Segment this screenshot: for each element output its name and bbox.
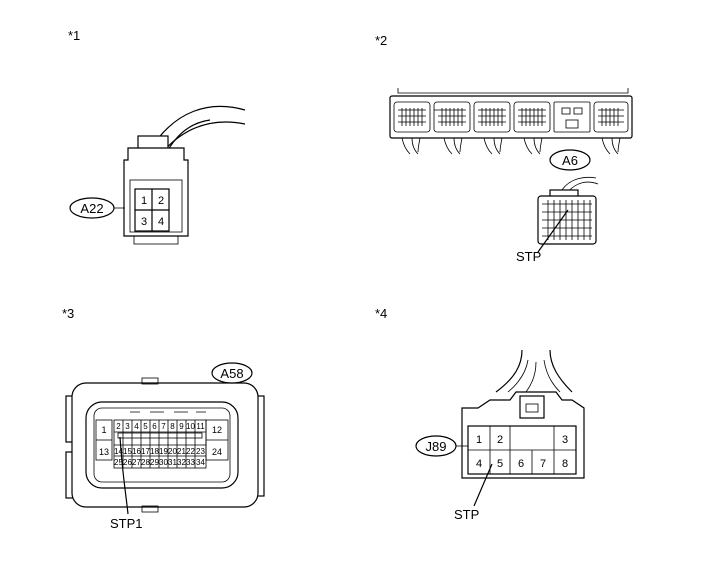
a58-pin: 22 <box>186 447 195 456</box>
a58-pin: 9 <box>179 422 184 431</box>
a58-pin: 32 <box>177 458 186 467</box>
a58-pin: 26 <box>123 458 132 467</box>
a58-pin: 5 <box>143 422 148 431</box>
panel-4-mark: *4 <box>375 306 387 321</box>
j89-label-badge: J89 <box>415 435 468 457</box>
j89-pin: 1 <box>476 434 482 446</box>
a22-connector-body <box>123 135 189 245</box>
a58-pin: 15 <box>123 447 132 456</box>
a58-pin: 12 <box>212 425 222 435</box>
a58-pin: 21 <box>177 447 186 456</box>
a6-pointer-label: STP <box>516 249 541 264</box>
a58-pin: 29 <box>150 458 159 467</box>
a58-pin: 23 <box>196 447 205 456</box>
a58-pin: 6 <box>152 422 157 431</box>
a58-pin: 28 <box>141 458 150 467</box>
a58-pin: 31 <box>168 458 177 467</box>
a58-pointer-label: STP1 <box>110 516 143 531</box>
j89-pin: 2 <box>497 434 503 446</box>
a58-pin: 30 <box>159 458 168 467</box>
a58-pin: 16 <box>132 447 141 456</box>
j89-pin: 7 <box>540 458 546 470</box>
a58-pin: 13 <box>99 447 109 457</box>
a58-label-badge: A58 <box>211 362 253 384</box>
a58-pin: 24 <box>212 447 222 457</box>
a58-pin: 20 <box>168 447 177 456</box>
a58-pin: 4 <box>134 422 139 431</box>
a58-pin: 7 <box>161 422 166 431</box>
panel-3-mark: *3 <box>62 306 74 321</box>
a22-pin: 4 <box>158 216 164 228</box>
a58-pin: 10 <box>186 422 195 431</box>
panel-4: *4 1 2 3 4 5 6 7 8 <box>375 306 585 522</box>
a58-pin: 25 <box>114 458 123 467</box>
j89-connector-body <box>461 391 585 507</box>
a58-pin: 1 <box>101 425 106 435</box>
panel-3: *3 1 13 12 24 <box>62 306 265 531</box>
a58-pin: 14 <box>114 447 123 456</box>
a58-pin: 2 <box>116 422 121 431</box>
panel-1: *1 1 2 3 4 A22 <box>68 28 246 245</box>
panel-1-mark: *1 <box>68 28 80 43</box>
a58-pin: 8 <box>170 422 175 431</box>
j89-pin: 4 <box>476 458 482 470</box>
a58-pin: 3 <box>125 422 130 431</box>
a58-pin: 34 <box>196 458 205 467</box>
j89-pin: 3 <box>562 434 568 446</box>
panel-2-mark: *2 <box>375 33 387 48</box>
a58-pin: 17 <box>141 447 150 456</box>
ecu-connector-bank <box>389 88 633 155</box>
a58-label: A58 <box>220 366 243 381</box>
a58-pin-row-3: 25 26 27 28 29 30 31 32 33 34 <box>114 458 205 467</box>
a58-pin-row-1: 2 3 4 5 6 7 8 9 10 11 <box>116 422 205 431</box>
a22-pin: 3 <box>141 216 147 228</box>
a58-connector-body <box>65 377 265 515</box>
j89-pin: 8 <box>562 458 568 470</box>
a58-pin-row-2: 14 15 16 17 18 19 20 21 22 23 <box>114 447 205 456</box>
j89-pointer-label: STP <box>454 507 479 522</box>
a22-label-badge: A22 <box>69 197 125 219</box>
a58-pin: 18 <box>150 447 159 456</box>
a58-pin: 11 <box>196 422 205 431</box>
a58-pin: 27 <box>132 458 141 467</box>
a58-pin: 33 <box>186 458 195 467</box>
a22-label: A22 <box>80 201 103 216</box>
j89-pin: 6 <box>518 458 524 470</box>
j89-pin: 5 <box>497 458 503 470</box>
a6-label: A6 <box>562 153 578 168</box>
j89-label: J89 <box>426 439 447 454</box>
a58-pin: 19 <box>159 447 168 456</box>
panel-2: *2 <box>375 33 633 264</box>
j89-wire-harness <box>495 349 573 393</box>
a22-pin: 1 <box>141 195 147 207</box>
a6-label-badge: A6 <box>549 149 591 171</box>
a6-connector-body <box>537 176 599 253</box>
a22-pin: 2 <box>158 195 164 207</box>
